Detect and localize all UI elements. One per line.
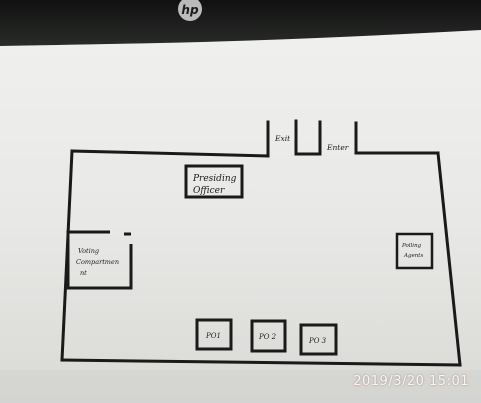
po3-box: PO 3: [299, 323, 338, 356]
po3-label: PO 3: [308, 337, 327, 345]
wall-right: [436, 151, 462, 367]
enter-label: Enter: [326, 143, 349, 152]
po2-box: PO 2: [250, 319, 287, 353]
door-divider: [294, 119, 322, 156]
hp-logo-icon: hp: [178, 0, 202, 21]
po1-box: PO1: [195, 318, 233, 351]
voting-compartment-box: Voting Compartmen nt: [66, 230, 133, 290]
presiding-officer-label-line2: Officer: [193, 186, 225, 196]
polling-agents-label-line2: Agents: [403, 253, 424, 259]
po2-label: PO 2: [258, 333, 277, 341]
wall-bottom: [60, 358, 462, 367]
voting-compartment-label-line2: Compartmen: [76, 258, 119, 266]
wall-top-left: [70, 149, 270, 158]
polling-agents-label-line1: Polling: [401, 243, 422, 249]
monitor-bezel: [0, 0, 481, 46]
hp-logo-text: hp: [181, 3, 199, 17]
po1-label: PO1: [205, 332, 221, 340]
voting-compartment-label-line3: nt: [80, 269, 87, 277]
voting-compartment-label-line1: Voting: [78, 247, 99, 255]
timestamp: 2019/3/20 15:01: [353, 374, 469, 389]
presiding-officer-box: Presiding Officer: [184, 164, 244, 199]
floor-plan: [60, 119, 462, 367]
polling-agents-box: Polling Agents: [395, 232, 434, 270]
exit-label: Exit: [274, 134, 291, 143]
paper-shadow: [0, 370, 481, 403]
presiding-officer-label-line1: Presiding: [192, 174, 237, 184]
